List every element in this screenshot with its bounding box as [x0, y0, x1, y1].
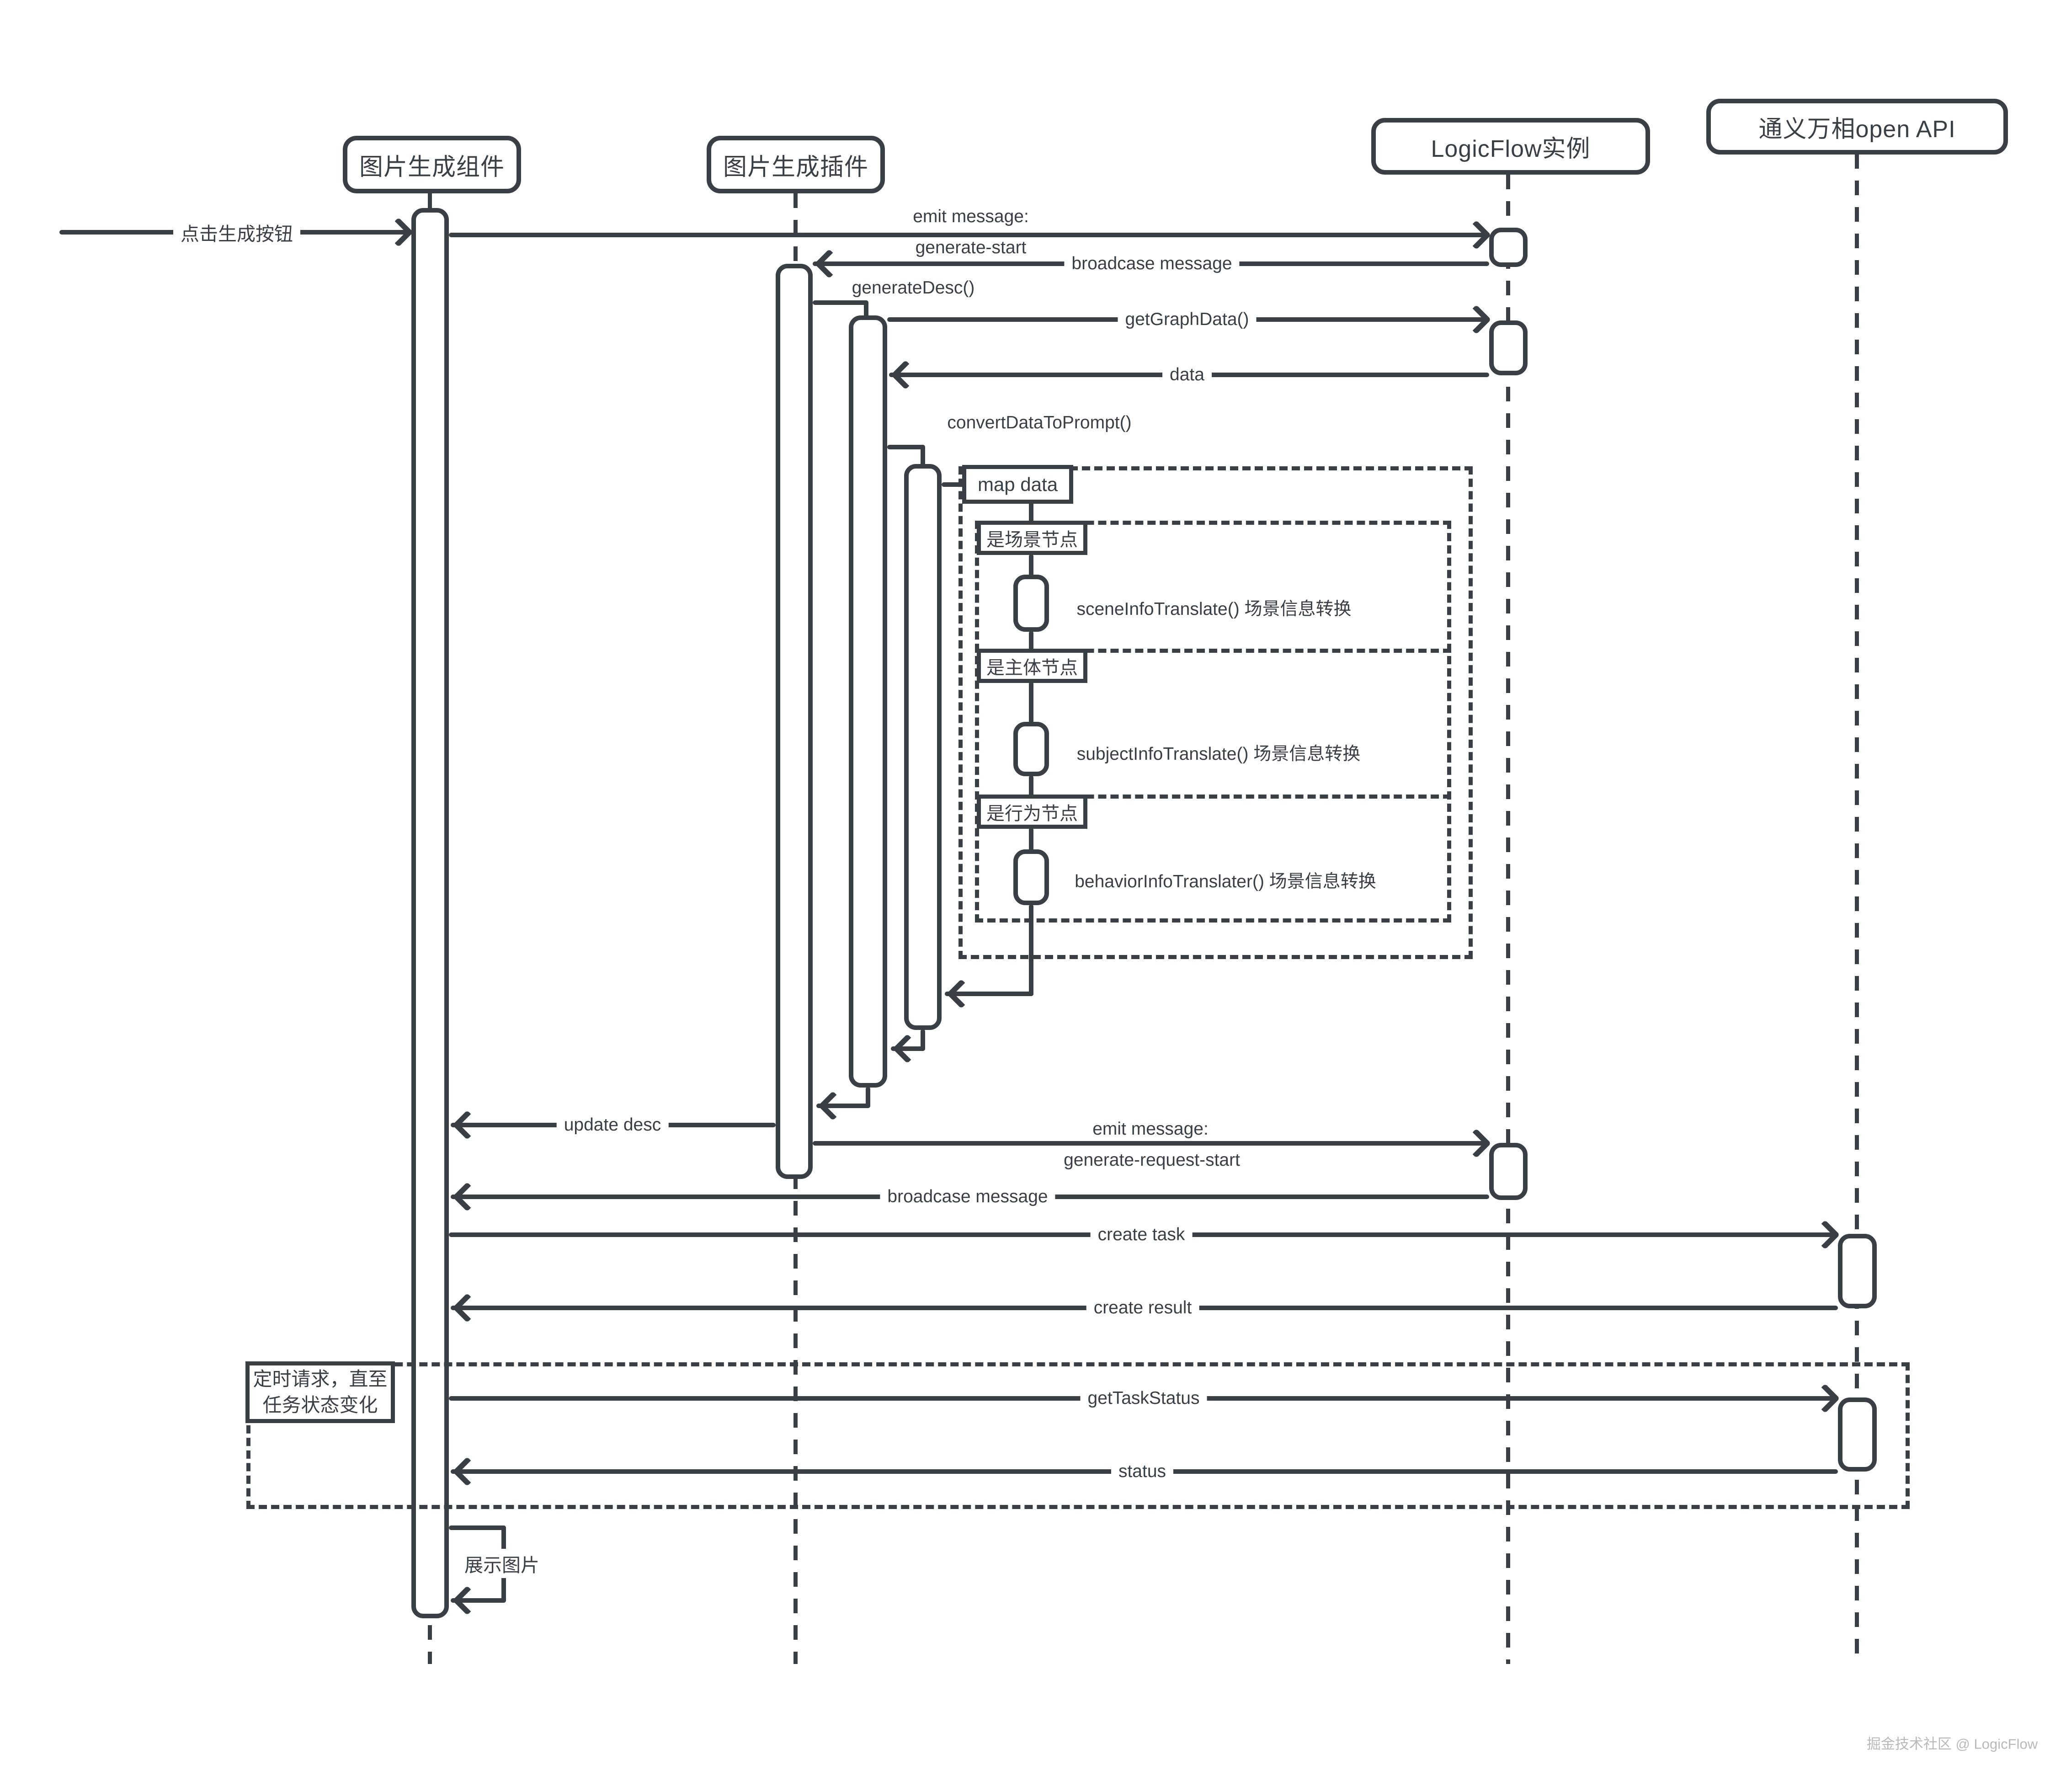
arrowhead-return-convert	[892, 1034, 922, 1064]
loop-condition-line2: 任务状态变化	[262, 1394, 378, 1416]
guard-scene-label: 是场景节点	[986, 529, 1078, 550]
activation-plugin-main	[776, 264, 813, 1179]
guard-subject-box: 是主体节点	[977, 649, 1087, 683]
arrowhead-data-return	[890, 360, 921, 390]
actor-label: 通义万相open API	[1758, 116, 1956, 143]
arrow-emit-generate-start	[449, 233, 1489, 237]
return-convert-v	[921, 1029, 925, 1051]
fragment-polling-loop	[246, 1362, 1910, 1509]
arrowhead-broadcast-1	[814, 249, 844, 279]
activation-plugin-nested-1	[849, 315, 887, 1088]
actor-image-component: 图片生成组件	[343, 136, 521, 193]
activation-plugin-nested-2	[904, 464, 942, 1030]
call-generate-desc-h	[813, 300, 868, 305]
label-emit-start-2: generate-start	[915, 238, 1027, 257]
activation-behavior-translate	[1013, 849, 1049, 905]
activation-logicflow-1	[1489, 228, 1528, 267]
label-subject-fn: subjectInfoTranslate() 场景信息转换	[1076, 744, 1361, 764]
fragment-alt-inner	[975, 521, 1451, 923]
fragment-map-data-outer	[958, 466, 1473, 959]
activation-api-2	[1838, 1397, 1877, 1472]
activation-logicflow-2	[1489, 320, 1528, 375]
spine-seg-4	[1029, 682, 1033, 724]
return-convert-h	[891, 1046, 925, 1051]
arrowhead-return-map-data	[946, 979, 976, 1009]
spine-seg-1	[1029, 502, 1033, 523]
actor-label: 图片生成插件	[723, 154, 868, 181]
call-generate-desc-v	[864, 300, 868, 320]
call-convert-h	[887, 445, 925, 449]
label-get-graph-data: getGraphData()	[1118, 309, 1257, 331]
loop-condition-box: 定时请求，直至 任务状态变化	[245, 1361, 395, 1423]
spine-seg-5	[1029, 775, 1033, 796]
label-click-generate: 点击生成按钮	[173, 218, 300, 247]
actor-tongyi-api: 通义万相open API	[1706, 99, 2008, 155]
label-scene-fn: sceneInfoTranslate() 场景信息转换	[1076, 599, 1352, 619]
arrowhead-emit-request-start	[1461, 1128, 1491, 1158]
map-data-label: map data	[977, 473, 1058, 495]
spine-seg-2	[1029, 554, 1033, 576]
arrowhead-broadcast-2	[452, 1182, 482, 1212]
arrowhead-update-desc	[452, 1110, 482, 1140]
label-broadcast-1: broadcase message	[1064, 253, 1240, 275]
spine-seg-7	[1029, 904, 1033, 996]
label-update-desc: update desc	[556, 1114, 669, 1136]
label-create-result: create result	[1086, 1297, 1199, 1319]
arrowhead-return-generate-desc	[818, 1091, 848, 1121]
self-show-image-bottom	[451, 1598, 506, 1603]
call-convert-v	[921, 445, 925, 469]
guard-scene-box: 是场景节点	[977, 521, 1087, 555]
self-show-image-top	[449, 1525, 506, 1530]
label-behavior-fn: behaviorInfoTranslater() 场景信息转换	[1075, 872, 1376, 891]
arrow-emit-request-start	[813, 1141, 1489, 1146]
lifeline-api	[1855, 154, 1859, 1664]
guard-behavior-box: 是行为节点	[977, 795, 1087, 829]
label-emit-start-1: emit message:	[913, 207, 1029, 226]
watermark: 掘金技术社区 @ LogicFlow	[1866, 1736, 2038, 1752]
activation-logicflow-3	[1489, 1143, 1528, 1200]
fragment-divider-behavior	[975, 795, 1451, 799]
arrowhead-create-result	[452, 1293, 482, 1323]
spine-seg-3	[1029, 631, 1033, 651]
map-data-box: map data	[962, 465, 1073, 504]
label-generate-desc: generateDesc()	[852, 278, 975, 298]
label-emit-request-1: emit message:	[1092, 1119, 1209, 1139]
label-broadcast-2: broadcase message	[880, 1186, 1055, 1208]
activation-subject-translate	[1013, 722, 1049, 776]
spine-seg-6	[1029, 827, 1033, 851]
map-data-connector	[942, 482, 962, 487]
actor-image-plugin: 图片生成插件	[707, 136, 885, 193]
guard-behavior-label: 是行为节点	[986, 803, 1078, 824]
arrowhead-create-task	[1810, 1220, 1840, 1250]
arrowhead-emit-generate-start	[1461, 220, 1491, 250]
return-generate-desc-v	[866, 1087, 870, 1108]
fragment-divider-subject	[975, 649, 1451, 653]
label-status: status	[1111, 1461, 1174, 1483]
actor-label: LogicFlow实例	[1431, 135, 1591, 162]
activation-component	[411, 208, 449, 1618]
lifeline-logicflow	[1506, 175, 1510, 1664]
arrowhead-get-graph-data	[1461, 304, 1491, 335]
label-emit-request-2: generate-request-start	[1064, 1150, 1240, 1170]
label-data-return: data	[1162, 364, 1212, 386]
actor-logicflow-instance: LogicFlow实例	[1371, 118, 1650, 175]
activation-api-1	[1838, 1234, 1877, 1308]
label-show-image: 展示图片	[457, 1549, 547, 1578]
loop-condition-line1: 定时请求，直至	[253, 1368, 388, 1390]
label-get-task-status: getTaskStatus	[1080, 1387, 1207, 1409]
label-create-task: create task	[1090, 1224, 1193, 1246]
label-convert: convertDataToPrompt()	[947, 413, 1132, 432]
arrowhead-show-image	[452, 1585, 482, 1616]
activation-scene-translate	[1013, 575, 1049, 632]
return-generate-desc-h	[816, 1104, 870, 1108]
return-map-data-h	[945, 992, 1033, 996]
actor-label: 图片生成组件	[359, 154, 505, 181]
guard-subject-label: 是主体节点	[986, 657, 1078, 678]
arrowhead-click	[383, 217, 414, 247]
